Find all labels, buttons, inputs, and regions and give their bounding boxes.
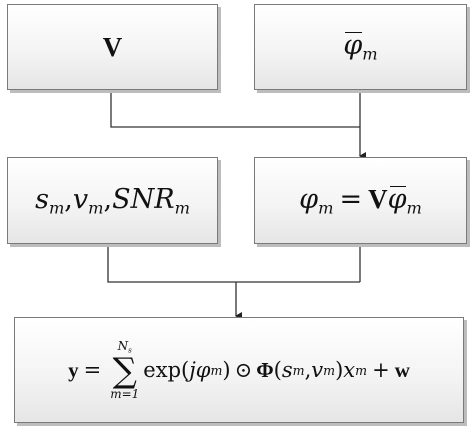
eq-s: s [281,358,293,382]
eq-equals: = [83,358,102,382]
summation: Ns ∑ m=1 [110,340,139,400]
eq-s-sub: m [292,362,305,378]
eq-v-sub: m [323,362,336,378]
param-v: v [72,183,89,215]
phibar-sub: m [362,44,378,64]
eq-exp: exp( [143,358,190,382]
eq-x: x [343,358,356,382]
eq-phi-sub: m [210,362,223,378]
sum-upper: Ns [118,340,132,354]
eq-w: w [394,357,410,382]
sum-lower: m=1 [110,386,140,401]
eq-open2: ( [273,358,282,382]
node-v: V [7,4,218,90]
phi-V: V [368,183,388,214]
sep-1: , [64,183,73,215]
phi-lhs: φ [299,183,319,215]
phi-rhs: φ [387,183,407,215]
eq-close2: ) [335,358,344,382]
eq-y: y [68,357,79,382]
eq-comma: , [304,358,312,382]
phi-lhs-sub: m [318,198,334,218]
eq-plus: + [372,358,390,382]
node-v-label: V [102,31,123,62]
node-params: sm,vm,SNRm [7,157,218,244]
eq-j: j [189,358,196,382]
param-snr: SNR [112,183,175,215]
param-s: s [35,183,49,215]
sum-upper-sub: s [128,345,132,355]
eq-close: ) [222,358,231,382]
edge-params-to-signal [107,244,360,283]
sum-upper-N: N [117,339,129,354]
eq-x-sub: m [355,362,368,378]
sum-symbol: ∑ [112,350,137,391]
node-phi-label: φm=Vφm [299,184,422,218]
phi-equals: = [339,183,363,215]
sep-2: , [103,183,113,215]
eq-odot: ⊙ [234,358,253,382]
param-s-sub: m [48,198,65,218]
node-phi: φm=Vφm [254,157,467,244]
phibar-symbol: φ [343,30,363,62]
node-params-label: sm,vm,SNRm [35,184,190,218]
param-snr-sub: m [174,198,190,218]
node-phibar: φm [254,4,467,90]
eq-v: v [311,358,324,382]
eq-phi: φ [195,358,211,382]
phi-rhs-sub: m [406,198,422,218]
eq-Phi: Φ [256,357,274,382]
param-v-sub: m [88,198,104,218]
edge-v-to-phi [110,90,360,128]
node-phibar-label: φm [343,30,377,64]
